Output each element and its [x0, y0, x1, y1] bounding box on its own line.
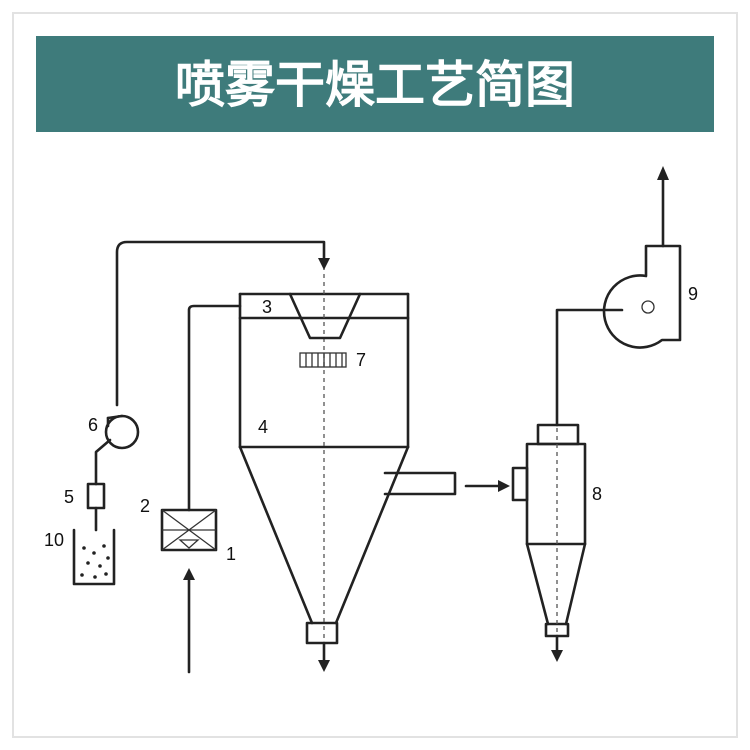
air-distributor — [288, 292, 362, 340]
exhaust-duct — [555, 308, 624, 427]
label-3: 3 — [262, 297, 272, 317]
fan-outlet-arrow — [657, 166, 669, 180]
feed-tank — [72, 528, 116, 586]
cyclone-outlet-arrow — [551, 650, 563, 662]
label-1: 1 — [226, 544, 236, 564]
exhaust-fan — [602, 244, 682, 349]
label-4: 4 — [258, 417, 268, 437]
product-outlet-arrow — [318, 660, 330, 672]
feed-pump — [104, 414, 140, 450]
exhaust-arrow — [498, 480, 510, 492]
hot-air-duct — [187, 304, 242, 512]
label-9: 9 — [688, 284, 698, 304]
label-6: 6 — [88, 415, 98, 435]
label-5: 5 — [64, 487, 74, 507]
filter — [86, 482, 106, 510]
scalloped-frame — [12, 12, 738, 738]
air-heater — [160, 508, 218, 552]
air-inlet-arrow — [183, 568, 195, 580]
feed-pipe — [115, 240, 326, 407]
label-7: 7 — [356, 350, 366, 370]
drying-chamber — [238, 250, 457, 665]
atomizer — [299, 352, 347, 368]
diagram-title: 喷雾干燥工艺简图 — [175, 56, 575, 114]
feed-arrow — [318, 258, 330, 270]
title-banner — [36, 36, 714, 132]
label-10: 10 — [44, 530, 64, 550]
cyclone-separator — [511, 420, 587, 648]
label-8: 8 — [592, 484, 602, 504]
label-2: 2 — [140, 496, 150, 516]
